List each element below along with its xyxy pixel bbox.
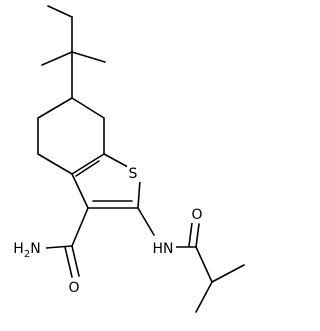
chemical-structure-canvas: S H2N O HN O (13, 5, 245, 313)
atom-label-acyl-oxygen: O (191, 207, 202, 223)
bond-c3-carbonyl (71, 207, 89, 247)
atom-label-sulfur: S (129, 166, 138, 182)
bond-ring-c6-c5 (37, 97, 73, 119)
bond-c7a-sulfur (103, 153, 129, 168)
bond-amide2-oxygen-b (188, 222, 193, 247)
molecule-diagram: S H2N O HN O (13, 5, 245, 313)
bond-amide2-oxygen-a (195, 223, 200, 248)
bond-ethyl-ch3 (47, 5, 73, 18)
bond-quaternary-methyl-right (71, 51, 106, 63)
bond-fused-double-outer (71, 153, 105, 175)
bond-carbonyl-ch (195, 246, 213, 283)
bond-fused-double-inner (75, 160, 100, 177)
bond-carbonyl-oxygen-a (71, 245, 80, 277)
atom-label-amine-nh: HN (153, 241, 174, 257)
bond-ring-c4-c3a (37, 153, 73, 175)
bond-ring-c6-c7 (71, 97, 105, 119)
atom-label-amide-nh2: H2N (13, 241, 40, 260)
bond-ch-methyl-down (195, 281, 213, 313)
bond-carbonyl-oxygen-b (64, 246, 73, 278)
bond-sulfur-c2 (137, 179, 141, 209)
bond-carbonyl-nh2 (45, 245, 73, 249)
atom-label-amide-oxygen: O (68, 280, 79, 296)
bond-c3a-c3 (71, 173, 89, 209)
bond-c2-nh (137, 207, 155, 236)
bond-quaternary-methyl-left (41, 51, 73, 66)
bond-ch-methyl-right (211, 264, 245, 283)
